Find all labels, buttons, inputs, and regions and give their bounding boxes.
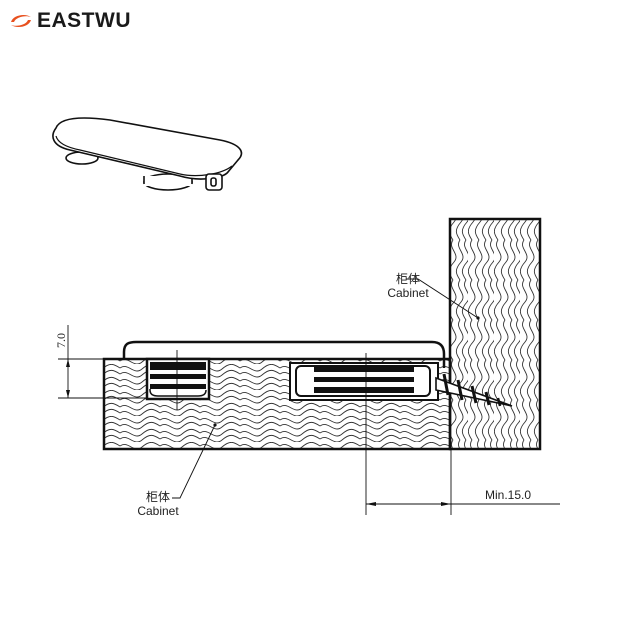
swoosh-logo-icon xyxy=(11,14,31,28)
shelf-support-icon xyxy=(52,117,243,191)
cabinet-label-upper: 柜体 Cabinet xyxy=(378,272,438,300)
cabinet-label-upper-en: Cabinet xyxy=(387,286,429,300)
brand-logo: EASTWU xyxy=(8,8,131,34)
cabinet-label-lower-en: Cabinet xyxy=(137,504,179,518)
height-dimension: 7.0 xyxy=(54,333,68,348)
screw xyxy=(435,373,513,407)
brand-name: EASTWU xyxy=(37,9,131,32)
cabinet-label-lower: 柜体 Cabinet xyxy=(128,490,188,518)
min-distance-dimension: Min.15.0 xyxy=(485,488,532,502)
cabinet-label-lower-zh: 柜体 xyxy=(145,490,170,504)
vertical-cabinet-panel xyxy=(448,217,542,451)
cabinet-label-upper-zh: 柜体 xyxy=(395,272,420,286)
